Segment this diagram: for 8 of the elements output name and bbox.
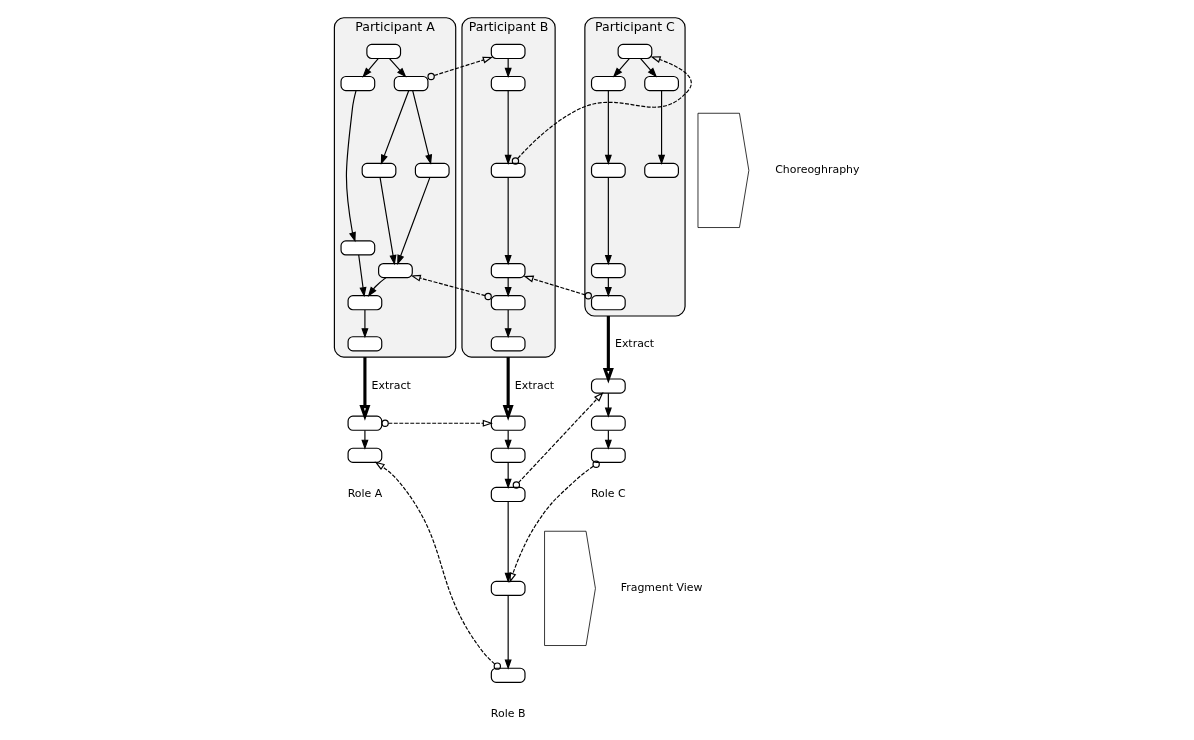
label: Role B [490,707,526,721]
node-label: Choreoghraphy [775,163,860,177]
label: Role C [591,487,626,501]
edge-label: Extract [371,379,411,393]
node-label: Fragment View [620,581,703,595]
label: Role A [347,487,383,501]
edge-label: Extract [514,379,554,393]
edge-label: Extract [615,337,655,351]
